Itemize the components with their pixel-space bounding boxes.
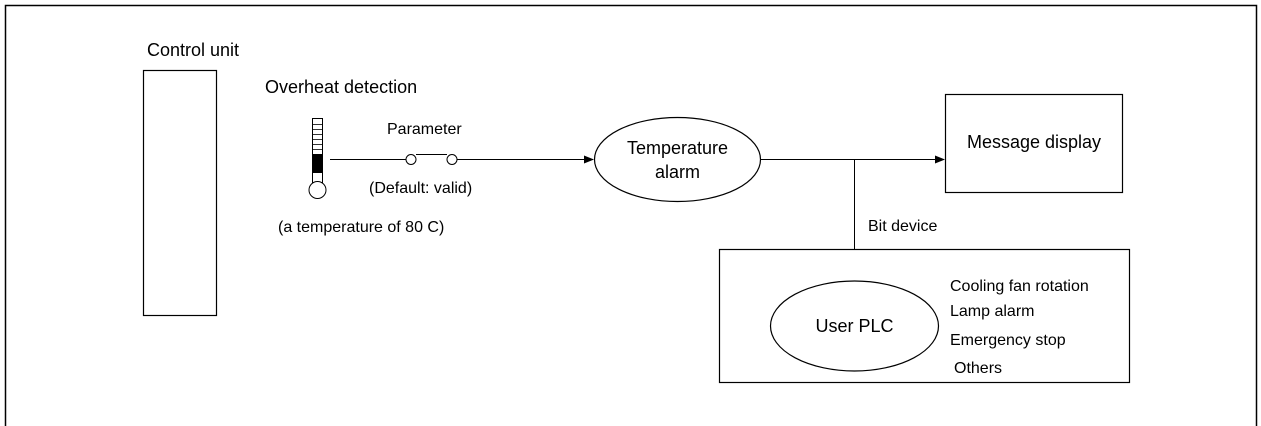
- overheat-detection-label: Overheat detection: [265, 77, 418, 97]
- message-display-box: [944, 93, 1124, 194]
- thermometer-icon: [308, 118, 327, 199]
- outer-frame: [4, 4, 1258, 426]
- user-plc-label: User PLC: [815, 316, 894, 336]
- control-unit-box: [142, 69, 218, 317]
- user-plc-action: Lamp alarm: [950, 303, 1035, 320]
- message-display-label: Message display: [966, 132, 1102, 152]
- control-unit-label: Control unit: [147, 40, 240, 60]
- user-plc-node: [769, 280, 940, 372]
- parameter-default-label: (Default: valid): [369, 180, 473, 197]
- parameter-label: Parameter: [387, 121, 462, 138]
- user-plc-action: Emergency stop: [950, 332, 1066, 349]
- switch-contact-right: [446, 154, 458, 165]
- temperature-alarm-node: [593, 116, 762, 203]
- user-plc-action: Others: [954, 360, 1003, 377]
- switch-contact-left: [405, 154, 417, 165]
- temperature-alarm-line1: Temperature: [626, 138, 729, 158]
- temperature-alarm-line2: alarm: [654, 162, 700, 182]
- bit-device-label: Bit device: [868, 218, 938, 235]
- user-plc-action: Cooling fan rotation: [950, 278, 1089, 295]
- temperature-note-label: (a temperature of 80 C): [278, 219, 445, 236]
